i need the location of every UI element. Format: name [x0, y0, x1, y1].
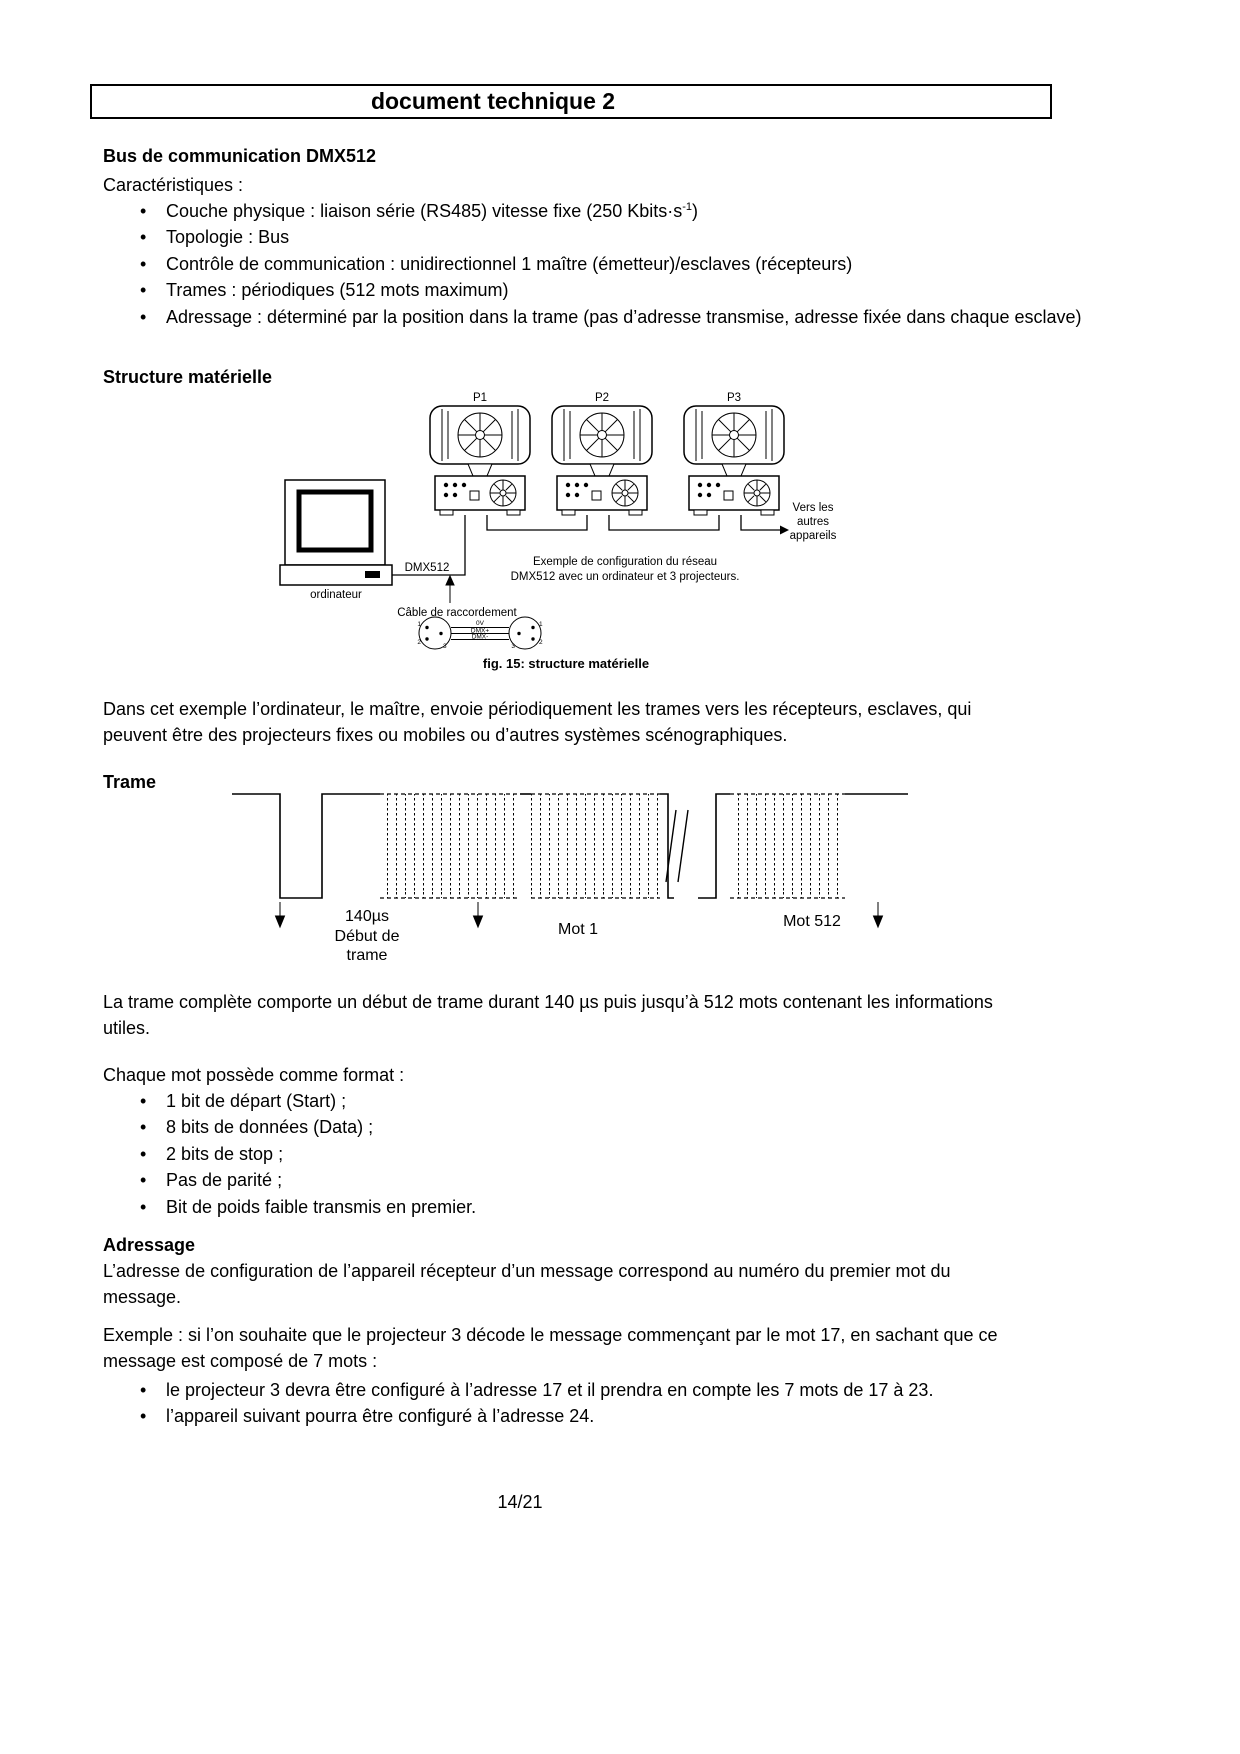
pin-number: 2: [539, 639, 543, 646]
projector-1-label: P1: [473, 392, 487, 404]
wire-label-dmx-plus: DMX+: [471, 627, 489, 634]
list-item: le projecteur 3 devra être configuré à l…: [140, 1377, 1083, 1404]
list-item: Topologie : Bus: [140, 224, 1083, 251]
figure-caption: fig. 15: structure matérielle: [483, 656, 649, 671]
computer-label: ordinateur: [310, 589, 362, 601]
label-140us: 140µs: [345, 908, 389, 925]
label-mot1: Mot 1: [558, 921, 598, 938]
adressage-example-list: le projecteur 3 devra être configuré à l…: [103, 1377, 1083, 1430]
projector-3-label: P3: [727, 392, 741, 404]
pin-number: 2: [417, 639, 421, 646]
item-text: ): [692, 201, 699, 221]
list-item: l’appareil suivant pourra être configuré…: [140, 1403, 1083, 1430]
pin-number: 1: [539, 621, 543, 628]
section-heading-bus: Bus de communication DMX512: [103, 146, 377, 166]
list-item: Adressage : déterminé par la position da…: [140, 304, 1083, 331]
dmx512-label: DMX512: [405, 562, 450, 574]
trame-paragraph: La trame complète comporte un début de t…: [103, 992, 993, 1039]
word-format-list: 1 bit de départ (Start) ; 8 bits de donn…: [103, 1088, 1083, 1220]
list-item: 8 bits de données (Data) ;: [140, 1114, 1083, 1141]
section-heading-structure: Structure matérielle: [103, 367, 273, 388]
word-bit-regions: [380, 794, 845, 899]
cable-pointer-arrow-icon: [445, 574, 455, 604]
others-label-line1: Vers les: [793, 502, 834, 514]
others-label-line2: autres: [797, 516, 829, 528]
bus-characteristics-list: Couche physique : liaison série (RS485) …: [103, 198, 1083, 330]
list-item: 1 bit de départ (Start) ;: [140, 1088, 1083, 1115]
list-item: Bit de poids faible transmis en premier.: [140, 1194, 1083, 1221]
figure-note-line1: Exemple de configuration du réseau: [533, 556, 717, 568]
dmx-bus-cables: [392, 515, 780, 576]
adressage-paragraph-1: L’adresse de configuration de l’appareil…: [103, 1261, 951, 1308]
pin-number: 3: [511, 643, 515, 650]
structure-figure: P1 P2 P3 ordinateur Vers les autres appa…: [279, 392, 837, 671]
caracteristiques-label: Caractéristiques :: [103, 175, 244, 195]
projector-1: [429, 405, 531, 516]
waveform-trace: [232, 793, 908, 899]
label-debut-line1: Début de: [335, 928, 400, 945]
item-text: Couche physique : liaison série (RS485) …: [166, 201, 683, 221]
trame-waveform-figure: 140µs Début de trame Mot 1 Mot 512: [232, 793, 908, 964]
section-heading-adressage: Adressage: [103, 1235, 196, 1256]
section-heading-trame: Trame: [103, 772, 157, 793]
list-item: Trames : périodiques (512 mots maximum): [140, 277, 1083, 304]
axis-break-marks: [665, 809, 689, 883]
cable-label: Câble de raccordement: [397, 607, 517, 619]
word-region-borders: [380, 793, 845, 899]
format-intro: Chaque mot possède comme format :: [103, 1065, 405, 1086]
projector-3: [683, 405, 785, 516]
wire-label-dmx-minus: DMX-: [472, 634, 489, 641]
figure-note-line2: DMX512 avec un ordinateur et 3 projecteu…: [511, 571, 740, 583]
list-item: Pas de parité ;: [140, 1167, 1083, 1194]
list-item: Contrôle de communication : unidirection…: [140, 251, 1083, 278]
others-label-line3: appareils: [790, 530, 837, 542]
item-superscript: -1: [682, 201, 693, 213]
xlr-connector-detail: [418, 616, 542, 650]
document-title: document technique 2: [370, 88, 616, 114]
projector-2: [551, 405, 653, 516]
document-content: Bus de communication DMX512 Caractéristi…: [103, 143, 1093, 1430]
bus-arrowhead-icon: [780, 525, 789, 535]
computer: [279, 479, 393, 586]
document-title-box: document technique 2: [90, 84, 1052, 119]
pin-number: 1: [417, 621, 421, 628]
projector-2-label: P2: [595, 392, 609, 404]
adressage-paragraph-2: Exemple : si l’on souhaite que le projec…: [103, 1325, 998, 1372]
list-item: 2 bits de stop ;: [140, 1141, 1083, 1168]
boundary-arrow-icons: [274, 902, 884, 929]
pin-number: 3: [443, 643, 447, 650]
label-debut-line2: trame: [347, 947, 388, 964]
structure-paragraph: Dans cet exemple l’ordinateur, le maître…: [103, 699, 972, 746]
list-item: Couche physique : liaison série (RS485) …: [140, 198, 1083, 225]
wire-label-0v: 0V: [476, 620, 485, 627]
label-mot512: Mot 512: [783, 913, 841, 930]
page-number: 14/21: [497, 1492, 543, 1512]
